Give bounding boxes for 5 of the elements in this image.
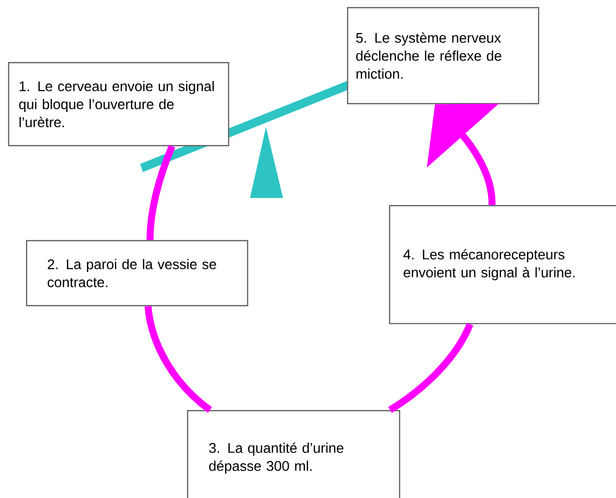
text-box: 4. Les mécanorecepteurs envoient un signal à l’urine. bbox=[389, 205, 616, 324]
text-box: 3. La quantité d’urine dépasse 300 ml. bbox=[187, 410, 400, 498]
text-box: 2. La paroi de la vessie se contracte. bbox=[26, 240, 248, 306]
text-box: 5. Le système nerveux déclenche le réflexe de miction. bbox=[347, 7, 540, 104]
text-box: 1. Le cerveau envoie un signal qui bloque l’ouverture de l’urètre. bbox=[8, 62, 230, 146]
